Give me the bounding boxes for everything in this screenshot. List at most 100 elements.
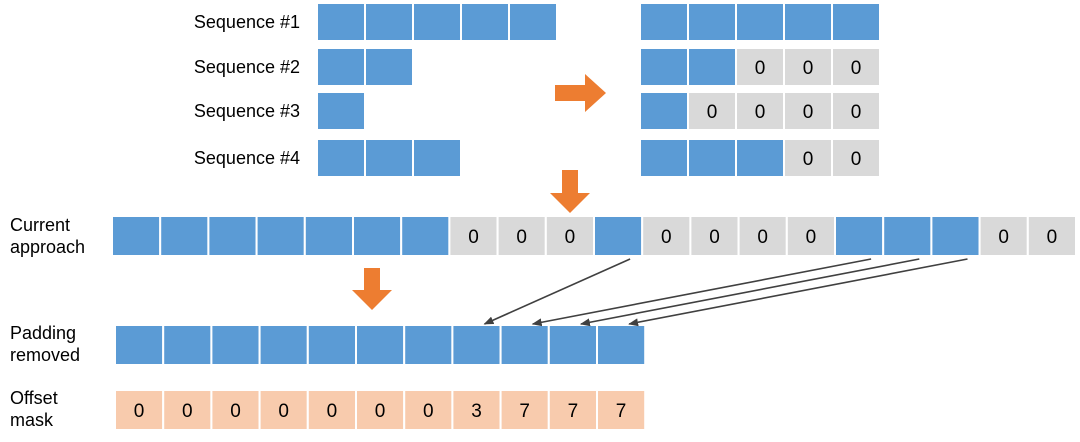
padded-seq1-token-1 (639, 2, 689, 42)
removed-token-11 (596, 324, 647, 366)
current-cell-12: 0 (641, 215, 692, 257)
padded-seq3-token-1 (639, 91, 689, 131)
padded-seq3-pad-2: 0 (687, 91, 737, 131)
current-cell-15-value: 0 (806, 227, 817, 248)
padded-seq1-token-2 (687, 2, 737, 42)
offset-cell-8-value: 3 (471, 401, 482, 422)
padded-seq3-pad-5-value: 0 (851, 102, 862, 123)
removed-label-line1: Padding (10, 323, 76, 343)
padded-seq3-pad-3: 0 (735, 91, 785, 131)
offset-label-line2: mask (10, 410, 54, 430)
offset-cell-5-value: 0 (327, 401, 338, 422)
offset-cell-9-value: 7 (519, 401, 530, 422)
current-cell-9-value: 0 (516, 227, 527, 248)
padded-seq4-token-3 (735, 138, 785, 178)
current-cell-19: 0 (978, 215, 1029, 257)
padded-seq2-token-2 (687, 47, 737, 87)
offset-cell-7-value: 0 (423, 401, 434, 422)
sequence-label-3: Sequence #3 (194, 101, 300, 121)
current-cell-20: 0 (1026, 215, 1078, 257)
current-cell-14: 0 (737, 215, 788, 257)
removed-token-2 (162, 324, 213, 366)
removed-token-10 (547, 324, 598, 366)
seq4-token-3 (412, 138, 462, 178)
offset-cell-2-value: 0 (182, 401, 193, 422)
move-connector-9 (531, 258, 872, 327)
removed-token-5 (306, 324, 357, 366)
offset-cell-3: 0 (210, 389, 261, 431)
seq1-token-3 (412, 2, 462, 42)
seq4-token-1 (316, 138, 366, 178)
block-arrow-down-icon-2 (352, 268, 392, 310)
current-cell-17 (882, 215, 933, 257)
padded-seq4-token-1 (639, 138, 689, 178)
current-cell-13-value: 0 (709, 227, 720, 248)
padded-seq4-pad-4: 0 (783, 138, 833, 178)
padded-seq4-token-2 (687, 138, 737, 178)
move-connector-10 (579, 258, 920, 327)
removed-token-4 (258, 324, 309, 366)
current-cell-13: 0 (689, 215, 740, 257)
seq1-token-1 (316, 2, 366, 42)
padding-removed-row (114, 324, 647, 366)
current-cell-14-value: 0 (757, 227, 768, 248)
current-label-line2: approach (10, 237, 85, 257)
removed-token-7 (403, 324, 454, 366)
offset-cell-2: 0 (162, 389, 213, 431)
seq2-token-1 (316, 47, 366, 87)
current-cell-9: 0 (496, 215, 547, 257)
current-cell-3 (207, 215, 258, 257)
offset-cell-1-value: 0 (134, 401, 145, 422)
flow-arrows (352, 74, 606, 310)
padded-seq3-pad-5: 0 (831, 91, 881, 131)
padded-seq2-pad-3: 0 (735, 47, 785, 87)
current-cell-10-value: 0 (565, 227, 576, 248)
padded-seq3-pad-4: 0 (783, 91, 833, 131)
seq2-token-2 (364, 47, 414, 87)
current-cell-11 (593, 215, 644, 257)
current-cell-4 (255, 215, 306, 257)
padded-seq2-pad-4: 0 (783, 47, 833, 87)
padded-seq4-pad-5-value: 0 (851, 149, 862, 170)
current-cell-7 (400, 215, 451, 257)
offset-cell-8: 3 (451, 389, 502, 431)
padded-seq2-pad-5: 0 (831, 47, 881, 87)
move-connector-11 (628, 258, 968, 327)
current-cell-8: 0 (448, 215, 499, 257)
seq3-token-1 (316, 91, 366, 131)
padded-seq2-pad-3-value: 0 (755, 58, 766, 79)
token-move-connectors (483, 258, 968, 327)
removed-token-8 (451, 324, 502, 366)
padded-seq1-token-3 (735, 2, 785, 42)
current-label-line1: Current (10, 215, 70, 235)
offset-cell-4: 0 (258, 389, 309, 431)
seq1-token-4 (460, 2, 510, 42)
padded-seq3-pad-3-value: 0 (755, 102, 766, 123)
padded-seq2-pad-5-value: 0 (851, 58, 862, 79)
removed-token-3 (210, 324, 261, 366)
current-cell-15: 0 (785, 215, 836, 257)
current-cell-12-value: 0 (661, 227, 672, 248)
current-cell-2 (159, 215, 210, 257)
removed-token-6 (355, 324, 406, 366)
padded-seq3-pad-2-value: 0 (707, 102, 718, 123)
offset-cell-11: 7 (596, 389, 647, 431)
padded-seq1-token-5 (831, 2, 881, 42)
padded-seq2-token-1 (639, 47, 689, 87)
current-cell-18 (930, 215, 981, 257)
offset-cell-11-value: 7 (616, 401, 627, 422)
offset-label-line1: Offset (10, 388, 58, 408)
move-connector-8 (483, 258, 631, 325)
padded-seq4-pad-5: 0 (831, 138, 881, 178)
removed-token-9 (499, 324, 550, 366)
padded-seq4-pad-4-value: 0 (803, 149, 814, 170)
padded-seq2-pad-4-value: 0 (803, 58, 814, 79)
seq1-token-5 (508, 2, 558, 42)
current-cell-19-value: 0 (998, 227, 1009, 248)
offset-cell-6: 0 (355, 389, 406, 431)
current-cell-6 (352, 215, 403, 257)
